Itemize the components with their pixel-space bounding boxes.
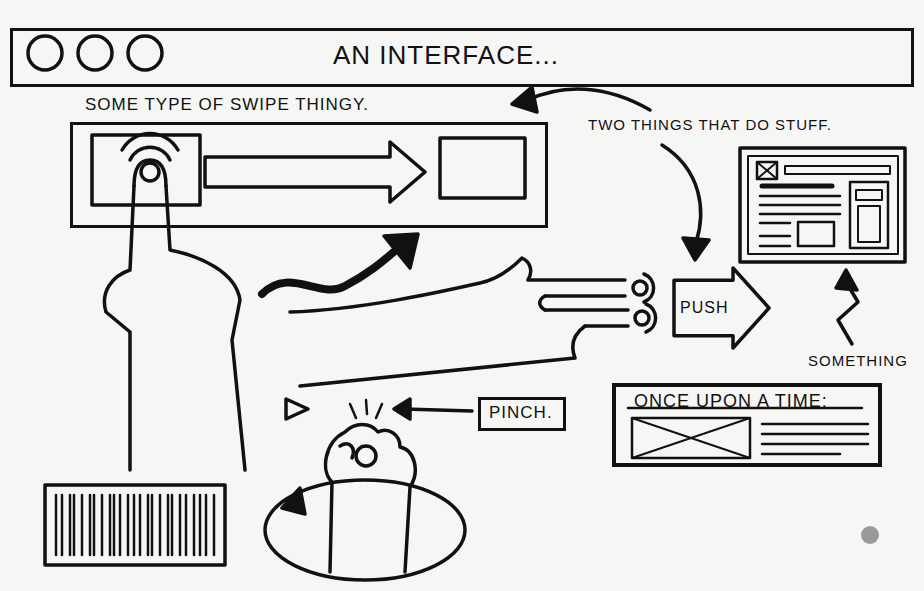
swipe-widget-stroke (141, 163, 159, 181)
webpage-wireframe-stroke (757, 162, 777, 179)
wavy-arrow-stroke (262, 250, 396, 294)
barcode-stroke (56, 495, 214, 555)
webpage-wireframe-stroke (798, 222, 834, 246)
pointing-hand-stroke (134, 160, 166, 186)
story-card-contents-stroke (632, 418, 750, 458)
pinching-hand (265, 400, 465, 580)
webpage-wireframe-stroke (858, 206, 880, 242)
callout-note: SOMETHING (808, 352, 908, 369)
webpage-wireframe-stroke (760, 236, 790, 246)
swipe-widget-stroke (440, 138, 525, 198)
pointing-hand-stroke (166, 186, 245, 470)
pointing-hand (104, 160, 245, 470)
webpage-wireframe-stroke (856, 190, 882, 200)
webpage-wireframe-stroke (785, 166, 890, 174)
callout-arrows-stroke (683, 238, 709, 260)
pinching-hand-stroke (326, 425, 416, 573)
callout-arrows-stroke (662, 145, 701, 242)
swipe-widget-stroke (92, 135, 200, 205)
webpage-wireframe-stroke (760, 196, 840, 223)
pinching-hand-stroke (350, 400, 382, 418)
two-finger-hand-stroke (290, 258, 625, 312)
panel-heading: SOME TYPE OF SWIPE THINGY. (85, 95, 369, 115)
node-text: AN INTERFACE... (333, 41, 591, 71)
two-finger-hand-stroke (540, 296, 545, 310)
story-card-contents-stroke (762, 424, 868, 454)
two-finger-hand-stroke (635, 311, 649, 325)
two-finger-hand-stroke (300, 326, 585, 386)
node-text: ONCE UPON A TIME: (634, 391, 860, 412)
swipe-widget-stroke (130, 147, 170, 160)
webpage-wireframe-stroke (762, 184, 832, 189)
pinch-pointer (286, 399, 472, 419)
swipe-panel: SOME TYPE OF SWIPE THINGY. (70, 122, 548, 228)
pinch-pointer-stroke (286, 399, 308, 419)
webpage-wireframe-stroke (740, 148, 905, 262)
push-arrow: PUSH (672, 266, 771, 350)
callout-note: TWO THINGS THAT DO STUFF. (588, 116, 832, 133)
squiggle-arrow (836, 270, 858, 344)
two-finger-hand-stroke (633, 281, 647, 295)
pinching-hand-stroke (340, 444, 353, 458)
pinch-pointer-stroke (404, 409, 472, 411)
barcode (45, 485, 225, 565)
story-card-contents-stroke (632, 418, 750, 458)
webpage-wireframe-stroke (850, 182, 888, 248)
pinching-hand-stroke (356, 446, 376, 466)
wavy-arrow (262, 234, 418, 294)
two-finger-hand-stroke (545, 294, 625, 298)
two-finger-hand-stroke (585, 324, 628, 328)
pinch-pointer-stroke (394, 399, 410, 419)
window-dots-stroke (28, 36, 62, 70)
wavy-arrow-stroke (384, 234, 418, 268)
two-finger-hand (290, 258, 656, 386)
arrow-outline (674, 268, 769, 348)
pinching-hand-stroke (265, 480, 465, 580)
two-finger-hand-stroke (644, 274, 654, 302)
callout-arrows (512, 87, 709, 260)
callout-arrows-stroke (528, 89, 650, 110)
pinch-tag: PINCH. (478, 397, 566, 431)
pinching-hand-stroke (282, 488, 305, 514)
swipe-widget-stroke (122, 133, 178, 150)
window-dots-stroke (78, 36, 112, 70)
window-dots-stroke (128, 36, 162, 70)
story-card: ONCE UPON A TIME: (612, 383, 882, 467)
story-card-contents (628, 408, 868, 458)
barcode-stroke (45, 485, 225, 565)
webpage-wireframe-stroke (757, 162, 777, 179)
callout-arrows-stroke (512, 87, 537, 112)
grey-dot (861, 526, 879, 544)
webpage-wireframe (740, 148, 905, 262)
swipe-widget (92, 133, 525, 205)
squiggle-arrow-stroke (836, 270, 857, 290)
webpage-wireframe-stroke (748, 156, 898, 254)
two-finger-hand-stroke (545, 308, 628, 312)
pointing-hand-stroke (104, 186, 134, 470)
swipe-widget-stroke (205, 142, 425, 202)
node-text: PUSH (680, 299, 728, 317)
title-bar: AN INTERFACE... (10, 28, 914, 87)
node-text: PINCH. (489, 403, 555, 423)
window-dots (28, 36, 162, 70)
two-finger-hand-stroke (646, 304, 656, 332)
